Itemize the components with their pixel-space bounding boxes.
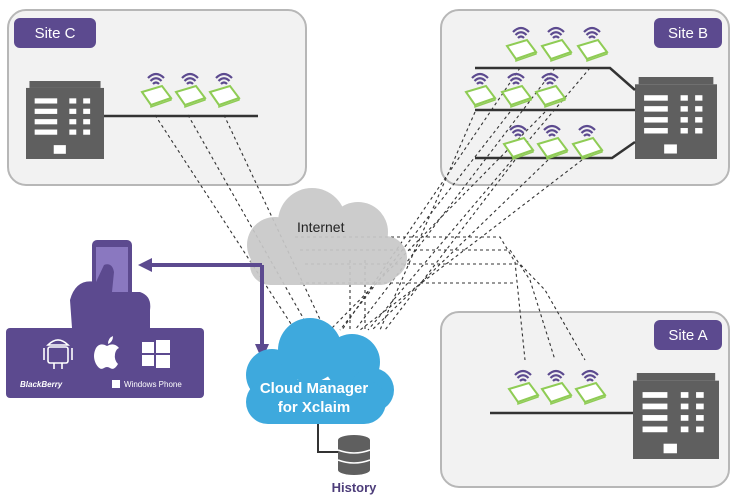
apple-icon [94, 336, 119, 369]
phone-hand-icon [70, 240, 151, 328]
cloud-manager-subtitle: for Xclaim [278, 399, 351, 416]
android-icon [43, 339, 73, 369]
cloud-manager-title: Cloud Manager [260, 380, 369, 397]
database-icon [337, 435, 371, 475]
site-b-lan-lines [475, 66, 636, 160]
svg-text:Site B: Site B [668, 25, 708, 42]
history-label: History [332, 480, 378, 495]
windows-phone-icon [112, 380, 120, 388]
site-b-building-icon [635, 77, 717, 159]
management-link [138, 258, 269, 360]
cloud-manager-icon [246, 318, 394, 424]
mobile-platforms-panel: BlackBerry Windows Phone [6, 328, 204, 398]
blackberry-label: BlackBerry [20, 380, 63, 389]
site-b-badge: Site B [654, 18, 722, 48]
windows-phone-label: Windows Phone [124, 380, 182, 389]
site-a-building-icon [633, 373, 719, 459]
site-a-badge: Site A [654, 320, 722, 350]
site-c-building-icon [26, 81, 104, 159]
site-c-badge: Site C [14, 18, 96, 48]
internet-label: Internet [297, 219, 345, 235]
svg-text:Site A: Site A [668, 327, 707, 344]
svg-text:Site C: Site C [35, 25, 76, 42]
history-connector [317, 424, 338, 453]
internet-cloud-icon [247, 188, 407, 285]
windows-icon [142, 340, 170, 368]
